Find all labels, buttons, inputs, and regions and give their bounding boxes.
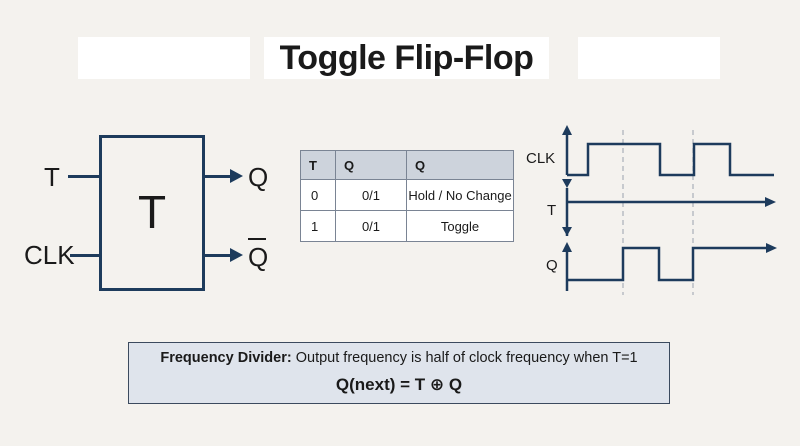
- table-cell: Hold / No Change: [406, 179, 514, 211]
- t-signal-arrow-icon: [765, 197, 776, 207]
- table-row: 0 0/1 Hold / No Change: [300, 179, 514, 211]
- timing-label-q: Q: [546, 257, 558, 274]
- clk-axis-arrow-icon: [562, 125, 572, 135]
- title-band-center: [264, 37, 549, 79]
- input-t-label: T: [44, 162, 60, 192]
- t-axis-up-arrow-icon: [562, 179, 572, 188]
- output-q-label: Q: [248, 162, 269, 192]
- input-clk-label: CLK: [24, 240, 75, 270]
- info-lead: Frequency Divider:: [160, 350, 292, 366]
- input-clk-line: [70, 254, 100, 257]
- table-cell: 0/1: [335, 179, 407, 211]
- q-waveform: [567, 246, 770, 282]
- q-axis-arrow-icon: [562, 242, 572, 252]
- info-box: [128, 342, 670, 404]
- truth-table-header-qnext: Q: [406, 150, 514, 180]
- page-title: Toggle Flip-Flop: [279, 39, 534, 77]
- flip-flop-label: T: [137, 186, 167, 238]
- t-axis-down-arrow-icon: [562, 227, 572, 236]
- flip-flop-block: [99, 135, 205, 291]
- output-q-line: [205, 175, 233, 178]
- title-band-left: [78, 37, 250, 79]
- info-equation: Q(next) = T ⊕ Q: [335, 375, 463, 394]
- table-row: 1 0/1 Toggle: [300, 210, 514, 242]
- truth-table: T Q Q 0 0/1 Hold / No Change 1 0/1 Toggl…: [300, 150, 514, 242]
- clk-waveform: [567, 142, 774, 177]
- truth-table-header-t: T: [300, 150, 336, 180]
- timing-diagram: [518, 125, 780, 300]
- output-qbar-label: Q: [248, 242, 269, 272]
- timing-diagram-svg: [562, 125, 777, 295]
- info-text: Output frequency is half of clock freque…: [291, 350, 638, 366]
- q-signal-arrow-icon: [766, 243, 777, 253]
- info-description: Frequency Divider: Output frequency is h…: [128, 349, 670, 367]
- input-t-line: [68, 175, 100, 178]
- truth-table-header-row: T Q Q: [300, 150, 514, 180]
- output-qbar-overline: [248, 238, 266, 240]
- title-band: [78, 37, 720, 79]
- title-band-right: [578, 37, 720, 79]
- truth-table-header-q: Q: [335, 150, 407, 180]
- table-cell: 0/1: [335, 210, 407, 242]
- table-cell: 0: [300, 179, 336, 211]
- output-qbar-arrow-icon: [230, 248, 243, 262]
- timing-label-clk: CLK: [526, 150, 556, 167]
- table-cell: Toggle: [406, 210, 514, 242]
- table-cell: 1: [300, 210, 336, 242]
- timing-label-t: T: [547, 202, 557, 219]
- output-q-arrow-icon: [230, 169, 243, 183]
- output-qbar-line: [205, 254, 233, 257]
